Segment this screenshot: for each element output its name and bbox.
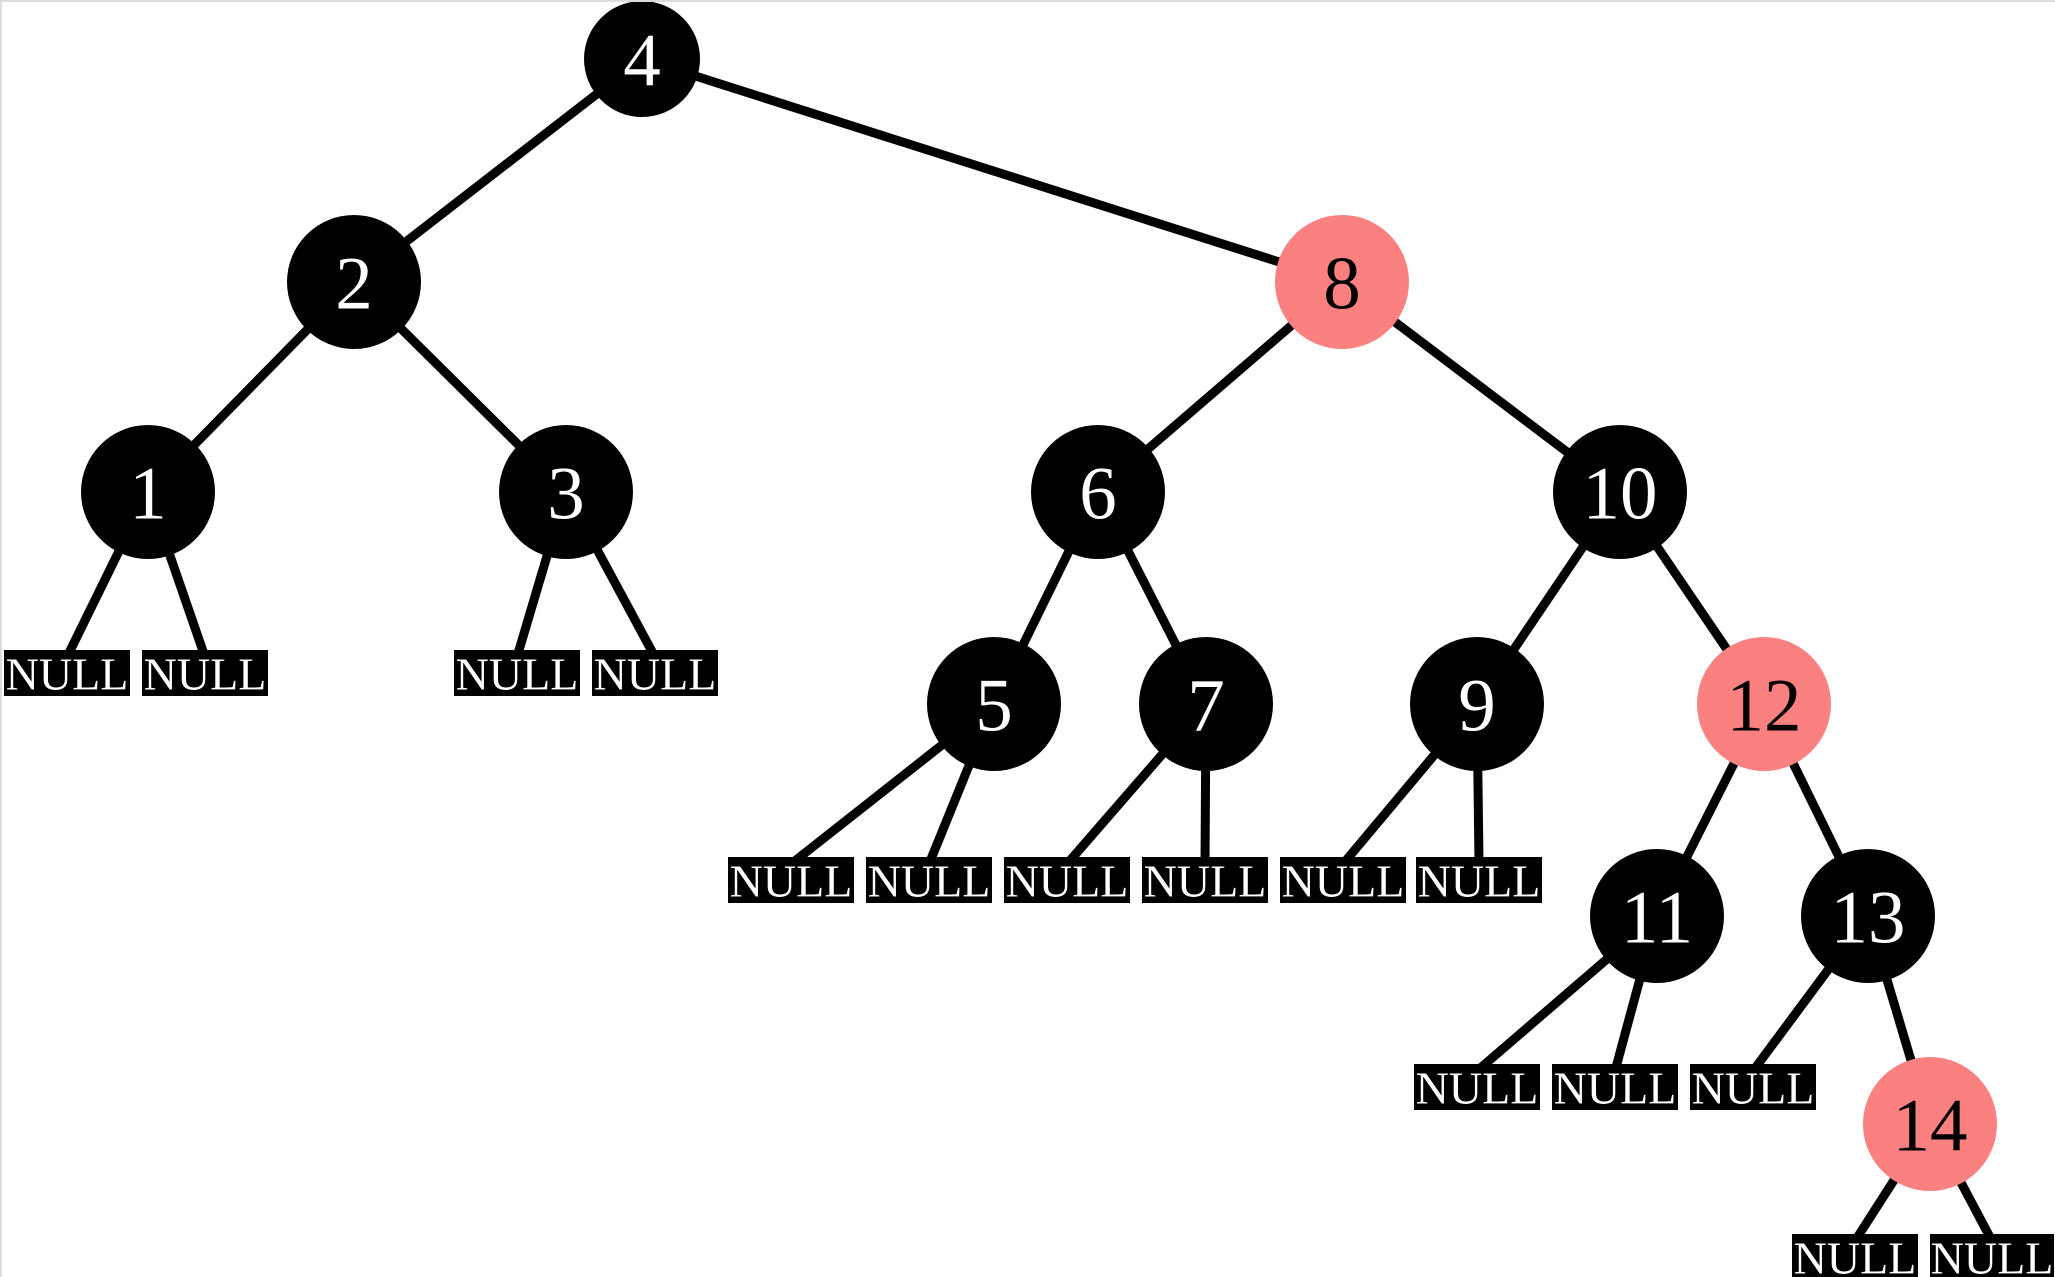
- null-leaf-box: [1280, 857, 1406, 903]
- null-leaf[interactable]: NULL: [1416, 856, 1542, 907]
- tree-node-1[interactable]: 1: [81, 425, 215, 559]
- node-key-label: 12: [1727, 665, 1802, 748]
- null-leaf-box: [1930, 1234, 2054, 1277]
- tree-node-13[interactable]: 13: [1801, 849, 1935, 983]
- tree-edge: [640, 54, 1344, 287]
- null-leaf-label: NULL: [1931, 1233, 2054, 1277]
- node-circle-black: [1553, 425, 1687, 559]
- node-circle-black: [1031, 425, 1165, 559]
- null-leaf[interactable]: NULL: [4, 649, 130, 700]
- null-leaves-group: NULL NULL NULL NULL NULL NULL NULL NULL NULL NULL…: [4, 649, 2054, 1277]
- null-leaf-box: [592, 650, 718, 696]
- null-leaf-box: [1414, 1064, 1540, 1110]
- node-key-label: 3: [547, 453, 585, 536]
- null-leaf[interactable]: NULL: [1414, 1063, 1540, 1114]
- null-leaf-box: [1004, 857, 1130, 903]
- node-circle-black: [584, 2, 700, 117]
- node-key-label: 14: [1893, 1085, 1968, 1168]
- null-leaf-label: NULL: [868, 856, 991, 907]
- tree-node-6[interactable]: 6: [1031, 425, 1165, 559]
- node-circle-black: [499, 425, 633, 559]
- null-leaf[interactable]: NULL: [1142, 856, 1268, 907]
- null-leaf[interactable]: NULL: [728, 856, 854, 907]
- tree-node-4[interactable]: 4: [584, 2, 700, 117]
- null-leaf-box: [454, 650, 580, 696]
- node-key-label: 4: [623, 20, 661, 103]
- node-circle-black: [927, 637, 1061, 771]
- node-key-label: 8: [1323, 243, 1361, 326]
- null-leaf[interactable]: NULL: [1930, 1233, 2054, 1277]
- null-leaf-label: NULL: [1554, 1063, 1677, 1114]
- node-key-label: 9: [1458, 665, 1496, 748]
- null-leaf[interactable]: NULL: [142, 649, 268, 700]
- node-circle-red: [1275, 215, 1409, 349]
- node-circle-black: [81, 425, 215, 559]
- node-key-label: 1: [129, 453, 167, 536]
- null-leaf-label: NULL: [6, 649, 129, 700]
- null-leaf-box: [142, 650, 268, 696]
- node-key-label: 13: [1831, 877, 1906, 960]
- null-leaf-box: [1792, 1234, 1918, 1277]
- null-leaf-label: NULL: [144, 649, 267, 700]
- null-leaf-label: NULL: [730, 856, 853, 907]
- null-leaf-box: [1690, 1064, 1816, 1110]
- null-leaf-label: NULL: [456, 649, 579, 700]
- null-leaf[interactable]: NULL: [454, 649, 580, 700]
- tree-node-11[interactable]: 11: [1590, 849, 1724, 983]
- node-circle-black: [1139, 637, 1273, 771]
- null-leaf[interactable]: NULL: [1552, 1063, 1678, 1114]
- null-leaf-label: NULL: [1794, 1233, 1917, 1277]
- null-leaf-box: [1142, 857, 1268, 903]
- node-circle-black: [1590, 849, 1724, 983]
- tree-node-12[interactable]: 12: [1697, 637, 1831, 771]
- tree-node-14[interactable]: 14: [1863, 1057, 1997, 1191]
- null-leaf-label: NULL: [1692, 1063, 1815, 1114]
- node-key-label: 5: [975, 665, 1013, 748]
- tree-node-8[interactable]: 8: [1275, 215, 1409, 349]
- null-leaf[interactable]: NULL: [1690, 1063, 1816, 1114]
- node-circle-red: [1697, 637, 1831, 771]
- node-circle-black: [287, 215, 421, 349]
- node-key-label: 11: [1621, 877, 1693, 960]
- node-key-label: 10: [1583, 453, 1658, 536]
- node-key-label: 7: [1187, 665, 1225, 748]
- node-circle-red: [1863, 1057, 1997, 1191]
- null-leaf-box: [728, 857, 854, 903]
- null-leaf-label: NULL: [1418, 856, 1541, 907]
- null-leaf-box: [866, 857, 992, 903]
- null-leaf-label: NULL: [594, 649, 717, 700]
- tree-node-10[interactable]: 10: [1553, 425, 1687, 559]
- null-leaf[interactable]: NULL: [1792, 1233, 1918, 1277]
- tree-node-3[interactable]: 3: [499, 425, 633, 559]
- tree-node-2[interactable]: 2: [287, 215, 421, 349]
- null-leaf-box: [4, 650, 130, 696]
- node-key-label: 6: [1079, 453, 1117, 536]
- node-circle-black: [1410, 637, 1544, 771]
- null-leaf-label: NULL: [1282, 856, 1405, 907]
- tree-node-7[interactable]: 7: [1139, 637, 1273, 771]
- null-leaf-label: NULL: [1416, 1063, 1539, 1114]
- null-leaf-label: NULL: [1006, 856, 1129, 907]
- null-leaf-box: [1416, 857, 1542, 903]
- tree-node-5[interactable]: 5: [927, 637, 1061, 771]
- null-leaf[interactable]: NULL: [592, 649, 718, 700]
- null-leaf[interactable]: NULL: [866, 856, 992, 907]
- node-circle-black: [1801, 849, 1935, 983]
- tree-node-9[interactable]: 9: [1410, 637, 1544, 771]
- node-key-label: 2: [335, 243, 373, 326]
- null-leaf[interactable]: NULL: [1004, 856, 1130, 907]
- null-leaf-label: NULL: [1144, 856, 1267, 907]
- null-leaf[interactable]: NULL: [1280, 856, 1406, 907]
- null-leaf-box: [1552, 1064, 1678, 1110]
